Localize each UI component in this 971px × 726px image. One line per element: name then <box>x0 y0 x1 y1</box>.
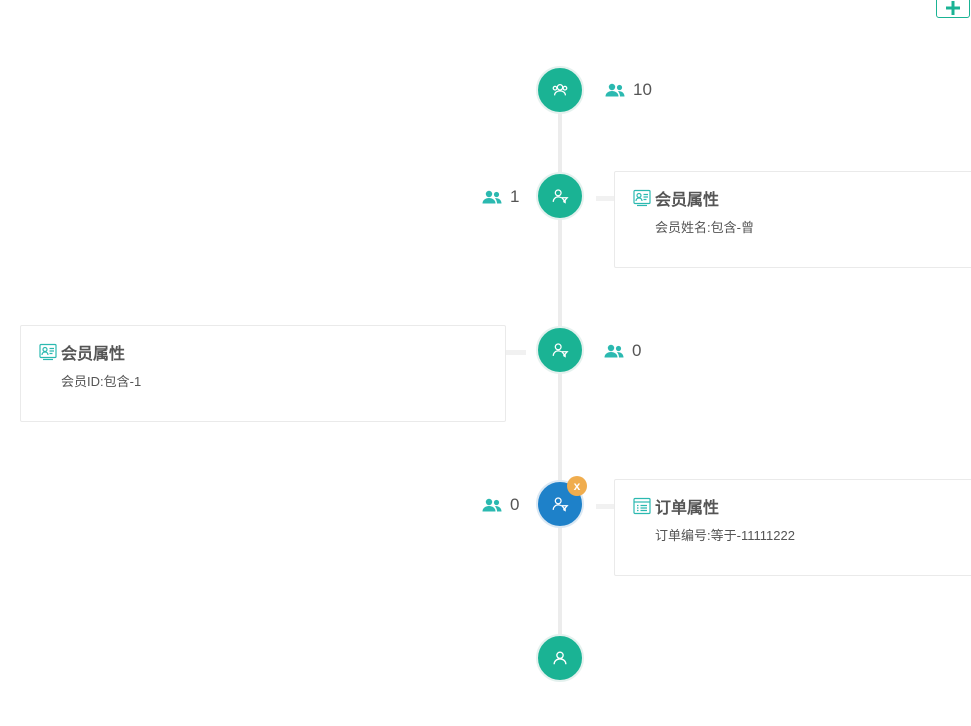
timeline-node-step2[interactable] <box>536 326 584 374</box>
card-description: 订单编号:等于-11111222 <box>655 528 795 543</box>
card-description: 会员ID:包含-1 <box>61 374 142 389</box>
condition-card-step2[interactable]: 会员属性 会员ID:包含-1 <box>20 325 506 422</box>
user-group-icon <box>552 83 568 96</box>
order-list-icon <box>633 497 651 515</box>
count-value: 0 <box>632 341 642 360</box>
connector <box>596 504 614 509</box>
count-value: 0 <box>510 495 520 514</box>
condition-card-step1[interactable]: 会员属性 会员姓名:包含-曾 <box>614 171 971 268</box>
connector <box>596 196 614 201</box>
timeline-node-root[interactable] <box>536 66 584 114</box>
member-card-icon <box>633 189 651 207</box>
timeline-line <box>558 100 562 660</box>
add-button[interactable] <box>936 0 970 18</box>
card-description: 会员姓名:包含-曾 <box>655 220 754 235</box>
member-card-icon <box>39 343 57 361</box>
count-root: 10 <box>605 80 652 100</box>
card-title-text: 订单属性 <box>655 500 720 517</box>
users-icon <box>482 190 502 204</box>
card-title: 会员属性 <box>633 186 719 210</box>
plus-icon <box>946 1 960 15</box>
users-icon <box>604 344 624 358</box>
user-icon <box>553 651 567 665</box>
user-filter-icon <box>552 497 569 512</box>
count-step2: 0 <box>604 341 641 361</box>
users-icon <box>605 83 625 97</box>
card-title: 订单属性 <box>633 494 719 518</box>
timeline-node-step3[interactable]: x <box>536 476 587 528</box>
user-filter-icon <box>552 343 569 358</box>
users-icon <box>482 498 502 512</box>
user-filter-icon <box>552 189 569 204</box>
connector <box>506 350 526 355</box>
card-title: 会员属性 <box>39 340 125 364</box>
card-title-text: 会员属性 <box>655 192 720 209</box>
remove-node-button[interactable]: x <box>567 476 587 496</box>
condition-card-step3[interactable]: 订单属性 订单编号:等于-11111222 <box>614 479 971 576</box>
card-title-text: 会员属性 <box>61 346 126 363</box>
count-value: 1 <box>510 187 520 206</box>
timeline-node-end[interactable] <box>536 634 584 682</box>
count-step1: 1 <box>482 187 519 207</box>
count-value: 10 <box>633 80 652 99</box>
count-step3: 0 <box>482 495 519 515</box>
timeline-node-step1[interactable] <box>536 172 584 220</box>
